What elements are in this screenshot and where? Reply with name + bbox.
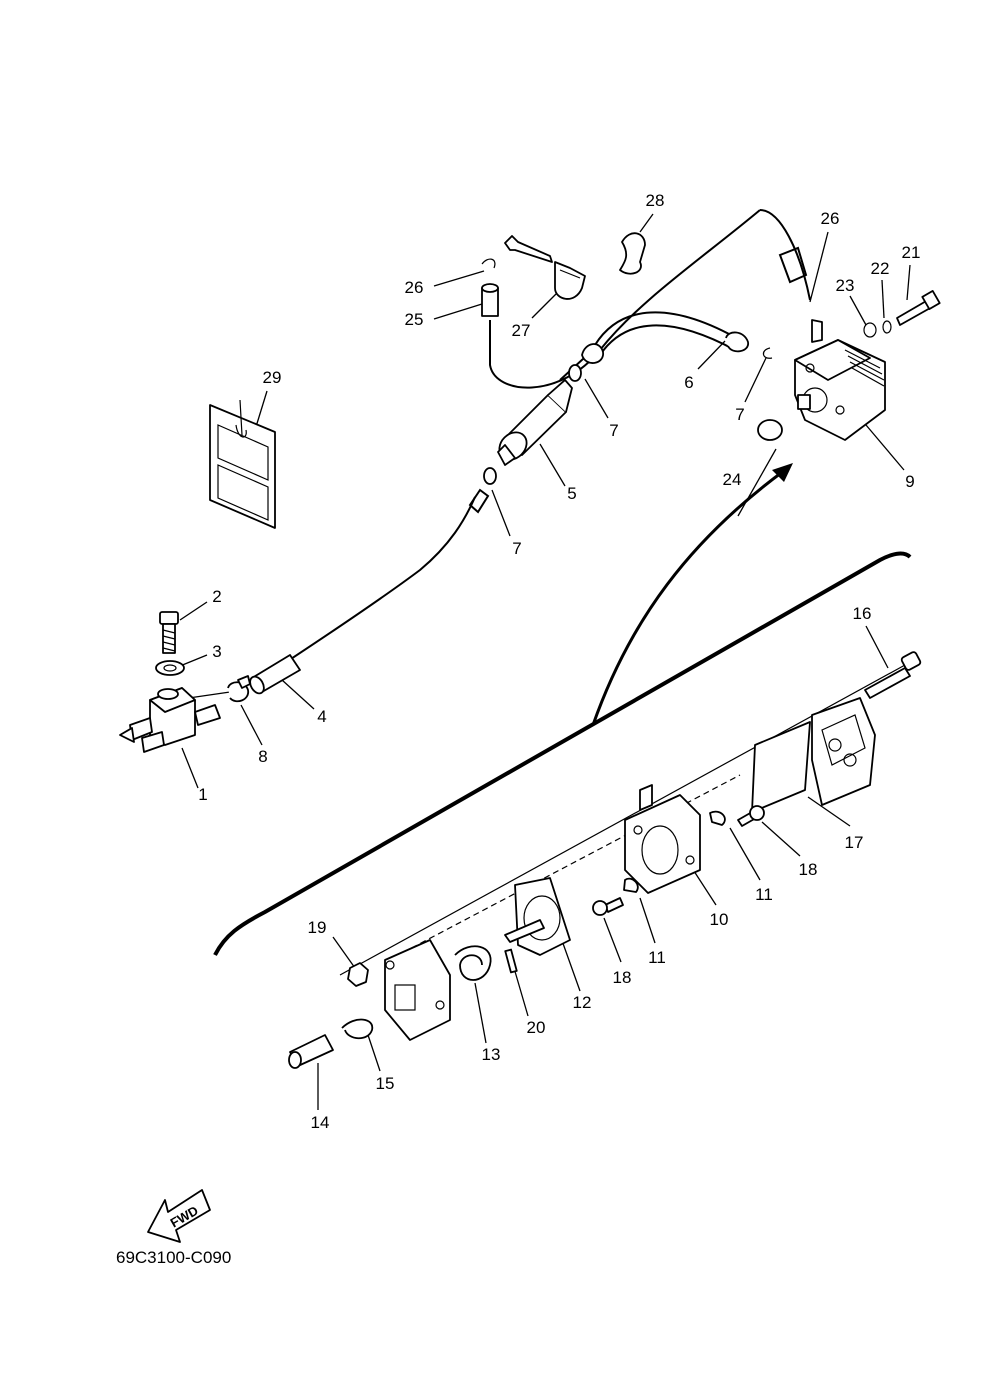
callout-29: 29 [263, 368, 282, 387]
callout-26b: 26 [821, 209, 840, 228]
callout-28: 28 [646, 191, 665, 210]
callout-1: 1 [198, 785, 207, 804]
callout-7c: 7 [735, 405, 744, 424]
callout-4: 4 [317, 707, 326, 726]
assembly-divider [213, 463, 912, 956]
hose-and-clip [227, 654, 301, 703]
callout-26a: 26 [405, 278, 424, 297]
label-tag-part [209, 399, 276, 529]
callout-2: 2 [212, 587, 221, 606]
callout-22: 22 [871, 259, 890, 278]
callout-24: 24 [723, 470, 742, 489]
callout-21: 21 [902, 243, 921, 262]
callout-15: 15 [376, 1074, 395, 1093]
callout-10: 10 [710, 910, 729, 929]
callout-9: 9 [905, 472, 914, 491]
callout-7b: 7 [512, 539, 521, 558]
callout-3: 3 [212, 642, 221, 661]
callout-7a: 7 [609, 421, 618, 440]
callout-13: 13 [482, 1045, 501, 1064]
callout-17: 17 [845, 833, 864, 852]
callout-11b: 11 [648, 948, 666, 967]
fuel-filter-part [483, 364, 582, 485]
diagram-code: 69C3100-C090 [116, 1248, 231, 1267]
callout-numbers: 1 2 3 4 5 6 7 7 7 8 9 10 11 11 12 13 14 … [198, 191, 920, 1132]
callout-18b: 18 [613, 968, 632, 987]
callout-11a: 11 [755, 885, 773, 904]
hose-clamp-parts [481, 232, 749, 364]
fwd-arrow-icon: FWD [147, 1189, 211, 1243]
fuel-hose-routing [261, 209, 811, 679]
callout-6: 6 [684, 373, 693, 392]
callout-25: 25 [405, 310, 424, 329]
callout-12: 12 [573, 993, 592, 1012]
callout-14: 14 [311, 1113, 330, 1132]
callout-5: 5 [567, 484, 576, 503]
callout-18a: 18 [799, 860, 818, 879]
pump-exploded-parts [288, 651, 922, 1069]
leader-lines [179, 213, 911, 1110]
callout-20: 20 [527, 1018, 546, 1037]
fuel-joint-part [119, 687, 221, 753]
callout-23: 23 [836, 276, 855, 295]
bolt-and-washer [155, 611, 185, 676]
callout-16: 16 [853, 604, 872, 623]
callout-27: 27 [512, 321, 531, 340]
callout-19: 19 [308, 918, 327, 937]
callout-8: 8 [258, 747, 267, 766]
fuel-pump-assembly [757, 290, 941, 441]
